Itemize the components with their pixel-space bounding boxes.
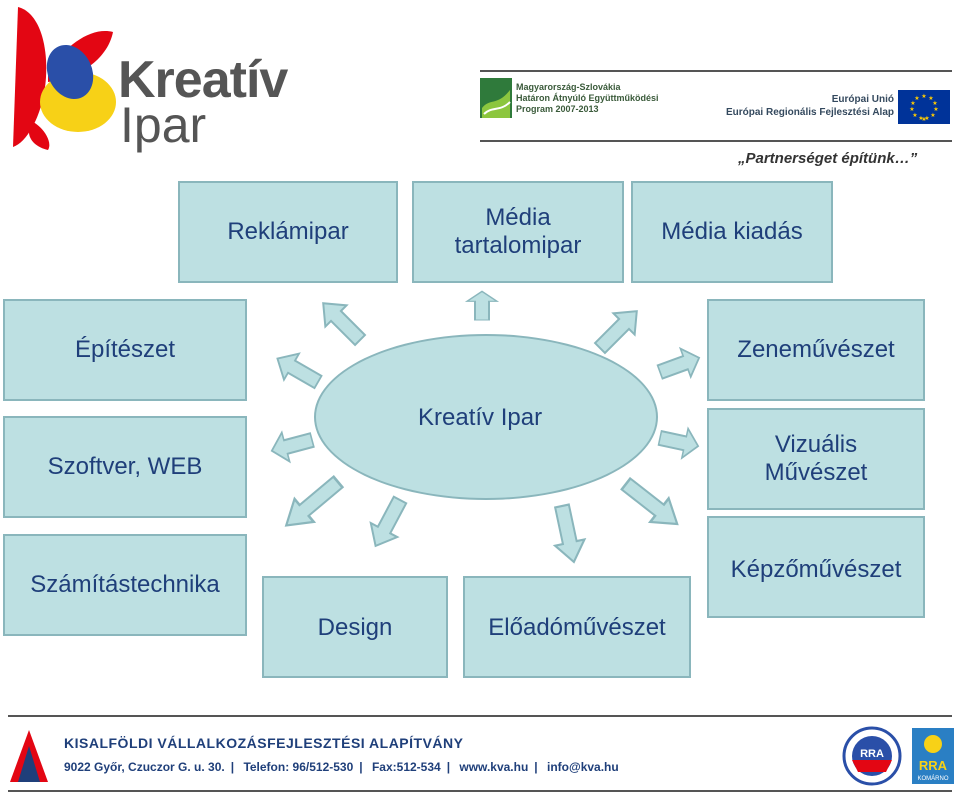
label-kepzomuveszet: Képzőművészet — [730, 556, 902, 583]
svg-text:★: ★ — [921, 116, 926, 123]
arrow-to-vizualis — [655, 422, 703, 462]
footer-fax: Fax:512-534 — [371, 760, 441, 774]
arrow-to-szoftver — [266, 424, 317, 467]
arrow-to-epiteszet — [268, 344, 327, 396]
label-media-tartalom-2: tartalomipar — [454, 232, 582, 259]
footer-phone: Telefon: 96/512-530 — [243, 760, 354, 774]
eu-text: Európai Unió Európai Regionális Fejleszt… — [722, 93, 894, 119]
label-media-kiadas: Média kiadás — [661, 218, 803, 245]
svg-text:★: ★ — [912, 112, 917, 119]
box-vizualis-muveszet: Vizuális Művészet — [707, 408, 925, 510]
arrow-to-szamitastechnika — [275, 469, 349, 539]
svg-text:★: ★ — [932, 100, 937, 107]
header-divider-bottom — [480, 140, 952, 142]
footer-title: KISALFÖLDI VÁLLALKOZÁSFEJLESZTÉSI ALAPÍT… — [64, 735, 464, 751]
rra-komarno-top: RRA — [919, 758, 948, 773]
box-szoftver-web: Szoftver, WEB — [3, 416, 247, 518]
hu-sk-map-icon — [480, 78, 512, 118]
arrow-to-kepzomuveszet — [615, 471, 688, 537]
eu-line-2: Európai Regionális Fejlesztési Alap — [725, 107, 894, 118]
label-media-tartalom-1: Média — [485, 204, 551, 231]
arrow-to-media-kiadas — [588, 299, 649, 360]
rra-komarno-logo-icon: RRA KOMÁRNO — [912, 728, 954, 784]
partner-line-1: Magyarország-Szlovákia — [516, 81, 621, 92]
label-reklamipar: Reklámipar — [227, 218, 349, 245]
logo-sub: Ipar — [120, 97, 207, 153]
arrow-to-zenemuveszet — [653, 342, 706, 388]
svg-text:★: ★ — [933, 106, 938, 113]
label-zenemuveszet: Zeneművészet — [737, 336, 895, 363]
footer-divider-top — [8, 715, 952, 717]
center-label: Kreatív Ipar — [418, 404, 543, 431]
label-szoftver-web: Szoftver, WEB — [47, 453, 203, 480]
box-szamitastechnika: Számítástechnika — [3, 534, 247, 636]
svg-text:★: ★ — [918, 115, 923, 122]
box-design: Design — [262, 576, 448, 678]
rra-badge-icon: RRA — [842, 726, 902, 786]
arrow-to-media-tartalomipar — [466, 290, 498, 321]
eu-flag-icon: ★★★ ★★★ ★★★ ★★★ — [898, 90, 950, 124]
svg-text:★: ★ — [924, 115, 929, 122]
label-eloadomuveszet: Előadóművészet — [488, 614, 666, 641]
arrow-to-reklamipar — [311, 291, 372, 352]
box-epiteszet: Építészet — [3, 299, 247, 401]
box-zenemuveszet: Zeneművészet — [707, 299, 925, 401]
label-vizualis-1: Vizuális — [774, 431, 858, 458]
kva-logo-icon — [10, 730, 48, 782]
svg-text:★: ★ — [921, 93, 926, 100]
footer-contact: 9022 Győr, Czuczor G. u. 30.| Telefon: 9… — [64, 760, 619, 774]
label-szamitastechnika: Számítástechnika — [30, 571, 220, 598]
rra-badge-label: RRA — [860, 748, 884, 760]
partner-line-3: Program 2007-2013 — [516, 103, 599, 114]
hu-sk-program-logo: Magyarország-Szlovákia Határon Átnyúló E… — [480, 78, 681, 118]
eu-line-1: Európai Unió — [831, 94, 894, 105]
box-eloadomuveszet: Előadóművészet — [463, 576, 691, 678]
svg-text:★: ★ — [909, 106, 914, 113]
svg-text:★: ★ — [928, 95, 933, 102]
header-divider — [480, 70, 952, 72]
footer-email-link[interactable]: info@kva.hu — [547, 760, 619, 774]
label-vizualis-2: Művészet — [764, 459, 868, 486]
box-reklamipar: Reklámipar — [178, 181, 398, 283]
kreativ-ipar-logo-icon — [13, 7, 116, 150]
logo-word: Kreatív — [118, 51, 288, 109]
box-media-kiadas: Média kiadás — [631, 181, 833, 283]
svg-text:★: ★ — [930, 112, 935, 119]
label-design: Design — [317, 614, 393, 641]
arrow-to-eloadomuveszet — [546, 501, 590, 567]
center-ellipse — [314, 334, 658, 500]
footer-divider-bottom — [8, 790, 952, 792]
partner-line-2: Határon Átnyúló Együttműködési — [516, 92, 659, 103]
slogan: „Partnerséget építünk…” — [738, 150, 918, 167]
svg-text:★: ★ — [914, 95, 919, 102]
footer-web-link[interactable]: www.kva.hu — [459, 760, 529, 774]
svg-text:★: ★ — [910, 100, 915, 107]
box-media-tartalomipar: Média tartalomipar — [412, 181, 624, 283]
label-epiteszet: Építészet — [74, 336, 176, 363]
footer-address: 9022 Győr, Czuczor G. u. 30. — [64, 760, 225, 774]
box-kepzomuveszet: Képzőművészet — [707, 516, 925, 618]
arrow-to-design — [361, 491, 415, 554]
rra-komarno-bottom: KOMÁRNO — [917, 775, 948, 782]
